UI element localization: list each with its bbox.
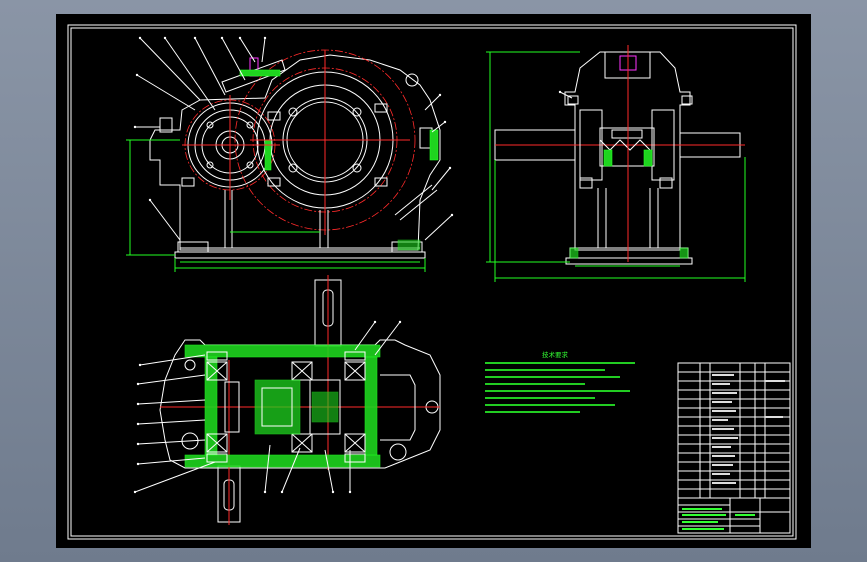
drawing-sheet	[56, 14, 811, 548]
technical-notes-lines	[485, 362, 635, 413]
title-block-entries	[682, 374, 785, 530]
title-block[interactable]	[677, 362, 791, 534]
side-view[interactable]	[486, 45, 746, 282]
front-view[interactable]	[126, 36, 454, 272]
top-section-view[interactable]	[133, 275, 441, 525]
technical-notes: 技术要求	[485, 350, 635, 413]
sheet-border	[67, 24, 797, 540]
title-block-rows	[678, 371, 790, 527]
technical-notes-title: 技术要求	[542, 350, 569, 359]
